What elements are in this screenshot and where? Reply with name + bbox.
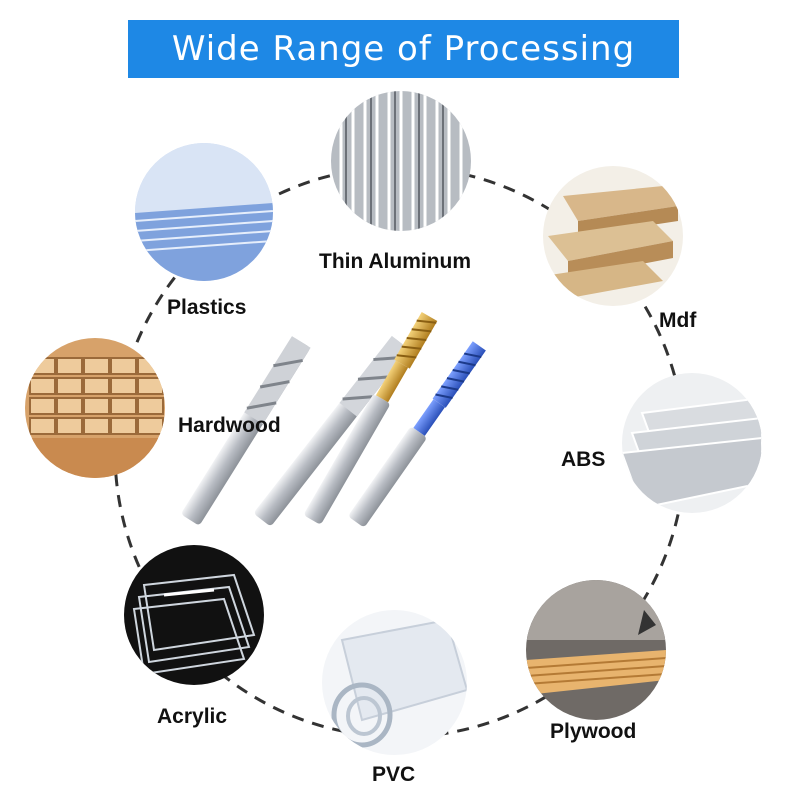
label-mdf: Mdf <box>659 309 697 332</box>
plywood-icon <box>526 580 666 720</box>
label-plywood: Plywood <box>550 720 637 743</box>
label-acrylic: Acrylic <box>157 705 228 728</box>
plastic-sheets-icon <box>135 143 273 281</box>
banner-title: Wide Range of Processing <box>171 29 636 69</box>
label-thin-aluminum: Thin Aluminum <box>319 250 472 273</box>
hardwood-stack-icon <box>25 338 165 478</box>
pvc-roll-icon <box>322 610 467 755</box>
label-pvc: PVC <box>372 763 416 786</box>
title-banner: Wide Range of Processing <box>128 20 679 78</box>
abs-sheets-icon <box>622 373 762 513</box>
label-abs: ABS <box>561 448 606 471</box>
acrylic-sheets-icon <box>124 545 264 685</box>
mdf-boards-icon <box>543 166 683 306</box>
label-plastics: Plastics <box>167 296 247 319</box>
aluminum-sheets-icon <box>331 91 471 231</box>
label-hardwood: Hardwood <box>178 414 281 437</box>
